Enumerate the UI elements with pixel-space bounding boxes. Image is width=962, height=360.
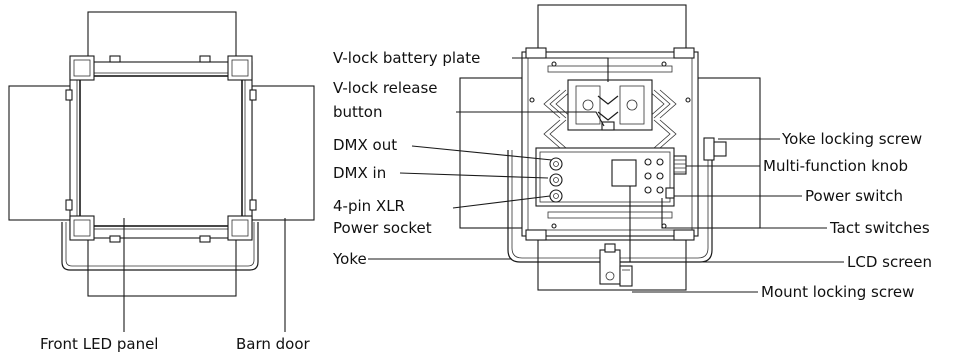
control-panel	[535, 147, 675, 207]
label-barn-door: Barn door	[236, 335, 311, 353]
label-lcd-screen: LCD screen	[847, 253, 932, 271]
dmx-out-port[interactable]	[549, 157, 563, 171]
mount-block	[599, 243, 621, 285]
vlock-release-button[interactable]	[601, 121, 615, 131]
back-view: V-lock battery plate V-lock release butt…	[332, 4, 932, 301]
front-corner-brackets	[69, 55, 253, 241]
front-yoke	[61, 222, 259, 271]
front-view: Front LED panel Barn door	[8, 11, 315, 353]
lcd-screen	[611, 159, 637, 187]
front-right-barn-door	[251, 85, 315, 221]
label-vlock-release-line2: button	[333, 103, 382, 121]
label-dmx-out: DMX out	[333, 136, 397, 154]
vent-chevrons-right	[647, 89, 677, 149]
label-mount-locking-screw: Mount locking screw	[761, 283, 914, 301]
front-led-panel	[79, 75, 243, 227]
leader-lines	[368, 57, 844, 293]
label-xlr-line2: Power socket	[333, 219, 432, 237]
label-vlock-plate: V-lock battery plate	[333, 49, 480, 67]
label-front-led-panel: Front LED panel	[40, 335, 158, 353]
label-vlock-release-line1: V-lock release	[333, 79, 438, 97]
label-multi-function-knob: Multi-function knob	[763, 157, 908, 175]
power-switch[interactable]	[665, 187, 675, 199]
yoke-locking-screw[interactable]	[703, 137, 727, 161]
tact-switches[interactable]	[644, 158, 664, 194]
label-tact-switches: Tact switches	[829, 219, 930, 237]
label-yoke: Yoke	[332, 250, 367, 268]
front-left-barn-door	[8, 85, 72, 221]
vent-chevrons-left	[543, 89, 573, 149]
label-dmx-in: DMX in	[333, 164, 386, 182]
dmx-in-port[interactable]	[549, 173, 563, 187]
label-yoke-locking-screw: Yoke locking screw	[781, 130, 922, 148]
vent-slots	[547, 65, 673, 219]
label-power-switch: Power switch	[805, 187, 903, 205]
mount-locking-screw[interactable]	[619, 265, 633, 287]
xlr-power-socket[interactable]	[549, 189, 563, 203]
vlock-battery-plate	[567, 79, 653, 131]
label-xlr-line1: 4-pin XLR	[333, 197, 405, 215]
multi-function-knob[interactable]	[673, 155, 687, 175]
